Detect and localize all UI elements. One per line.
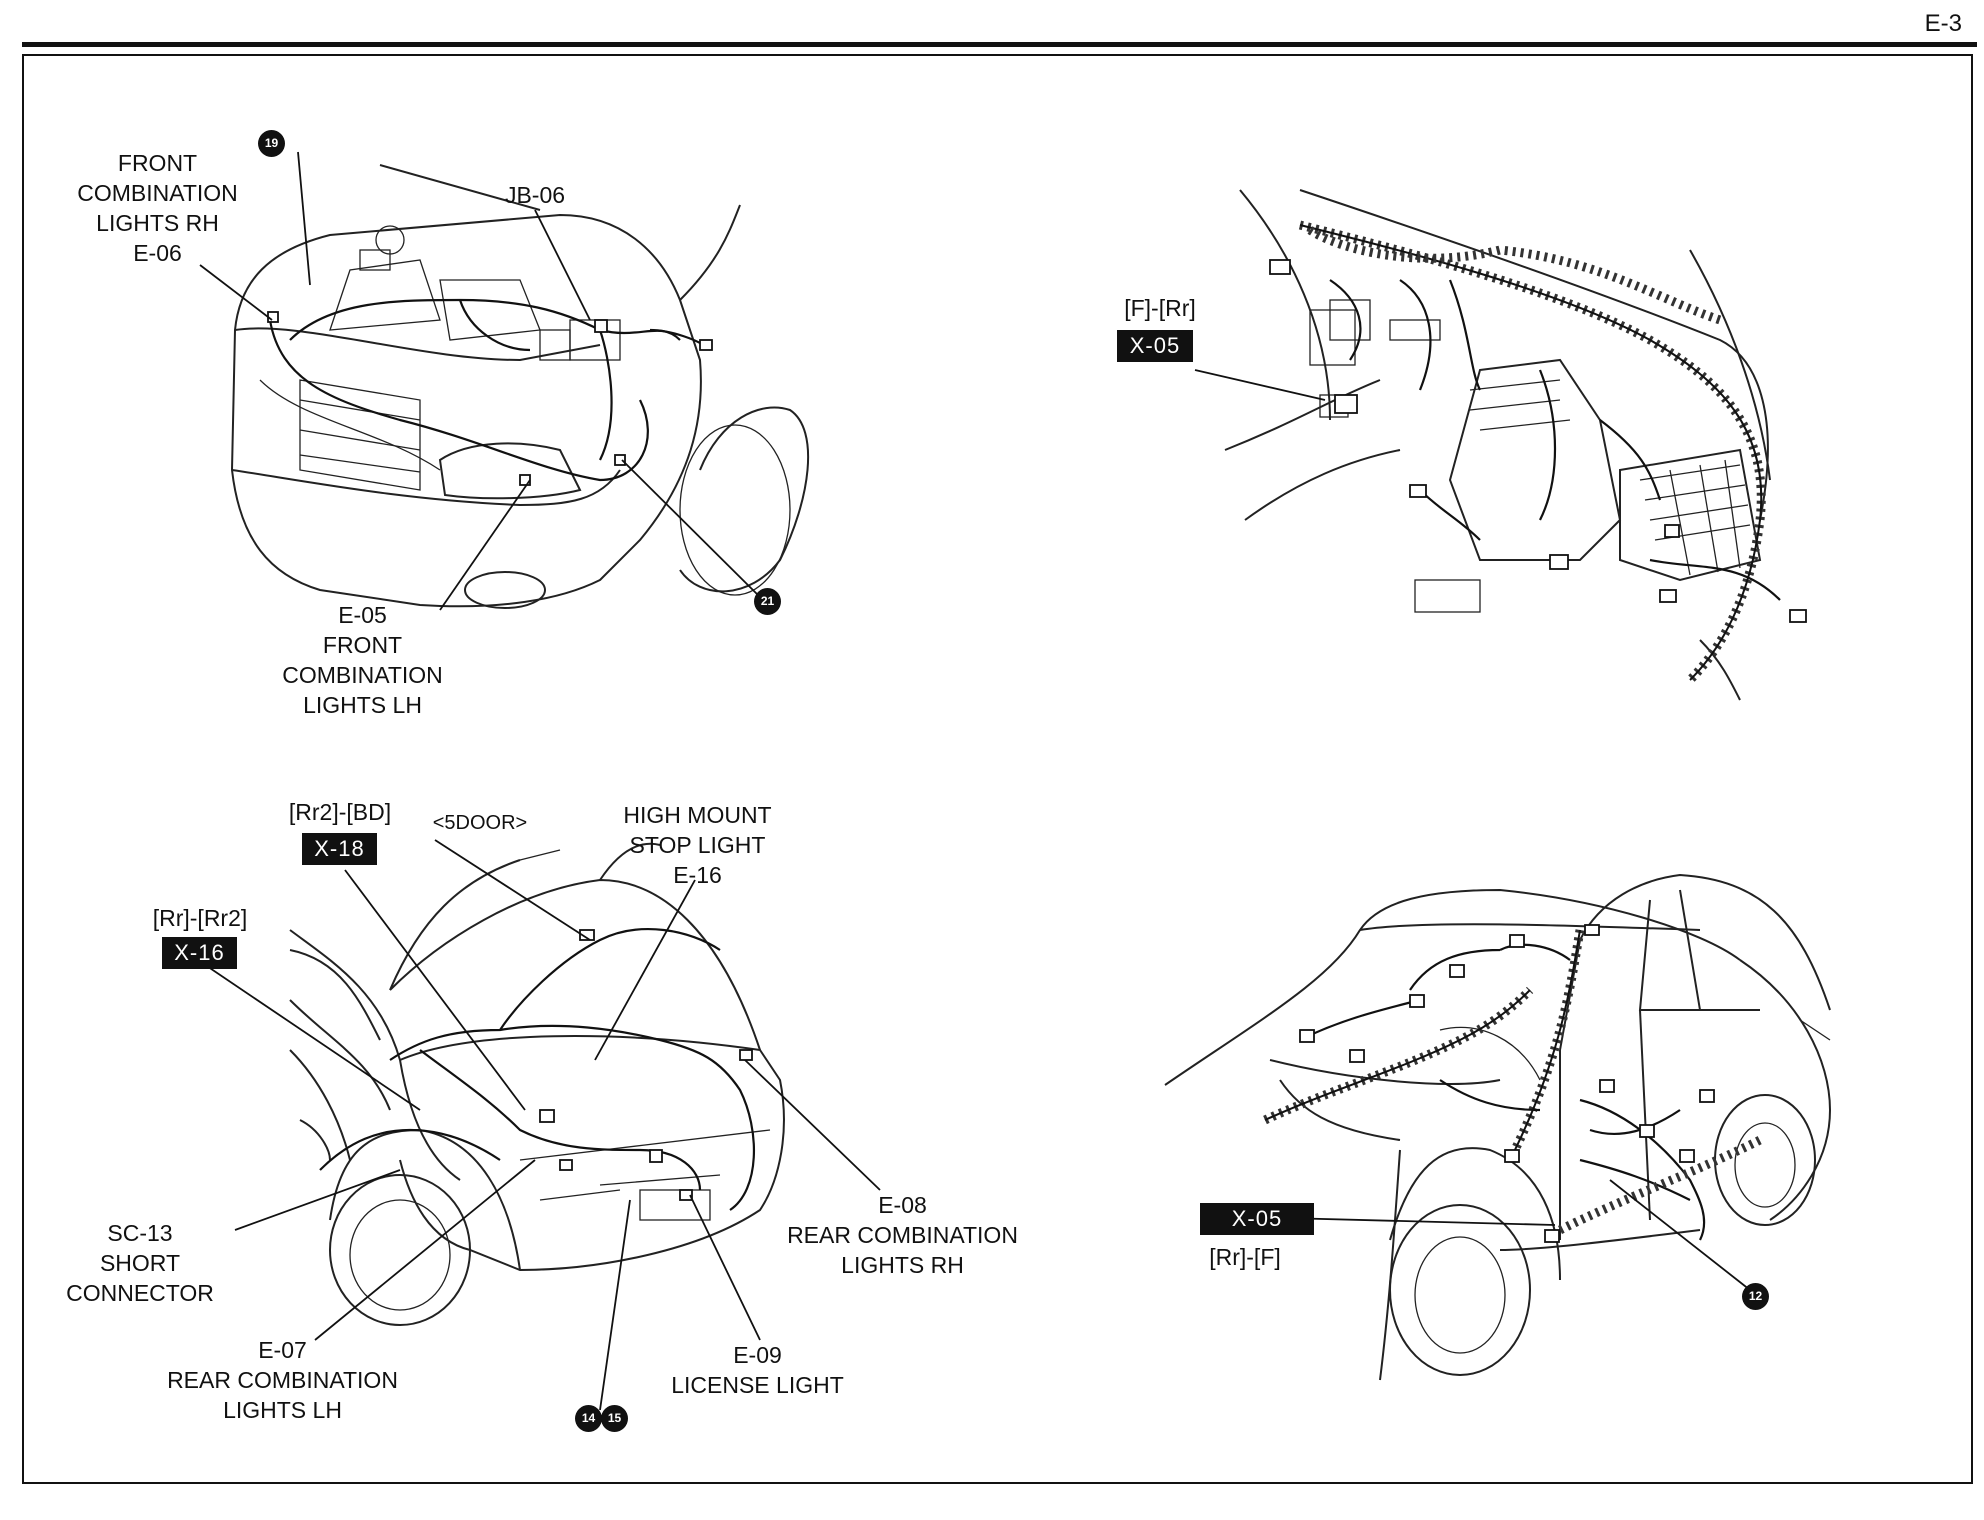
dash-harness-branches: [1329, 279, 1781, 601]
badge-12: 12: [1742, 1283, 1769, 1310]
e07-label: E-07 REAR COMBINATION LIGHTS LH: [160, 1335, 405, 1425]
e09-line2: LICENSE LIGHT: [671, 1372, 844, 1398]
front-comb-lh-line3: COMBINATION: [282, 662, 443, 688]
side-harness-pillar-core: [1509, 929, 1581, 1161]
front-comb-rh-line3: LIGHTS RH: [96, 210, 219, 236]
high-mount-line3: E-16: [673, 862, 722, 888]
dash-harness-main: [1298, 220, 1766, 684]
sc13-label: SC-13 SHORT CONNECTOR: [65, 1218, 215, 1308]
front-comb-rh-line2: COMBINATION: [77, 180, 238, 206]
e07-line2: REAR COMBINATION: [167, 1367, 398, 1393]
front-comb-rh-label: FRONT COMBINATION LIGHTS RH E-06: [70, 148, 245, 268]
variant-label: <5DOOR>: [432, 812, 528, 834]
side-harness-sill: [1557, 1135, 1763, 1235]
jb06-label: JB-06: [504, 182, 566, 208]
rear-harness-deck: [419, 1049, 702, 1191]
e08-line1: E-08: [878, 1192, 927, 1218]
side-harness-pillar: [1505, 929, 1585, 1163]
rear-harness-main: [389, 1024, 755, 1211]
e09-label: E-09 LICENSE LIGHT: [665, 1340, 850, 1400]
sc13-line3: CONNECTOR: [66, 1280, 214, 1306]
front-comb-lh-label: E-05 FRONT COMBINATION LIGHTS LH: [270, 600, 455, 720]
side-connector-label: [Rr]-[F]: [1209, 1244, 1281, 1270]
x18-code: X-18: [302, 833, 377, 865]
high-mount-line1: HIGH MOUNT: [623, 802, 772, 828]
side-harness-roof: [1299, 943, 1571, 1112]
dash-connector-label: [F]-[Rr]: [1124, 295, 1196, 321]
x18-label: [Rr2]-[BD]: [288, 799, 392, 825]
engine-bay-illustration: [230, 164, 810, 609]
e08-label: E-08 REAR COMBINATION LIGHTS RH: [780, 1190, 1025, 1280]
e09-line1: E-09: [733, 1342, 782, 1368]
rear-harness-hmsl: [499, 928, 721, 1031]
badge-19: 19: [258, 130, 285, 157]
high-mount-line2: STOP LIGHT: [629, 832, 766, 858]
engine-harness-front: [268, 319, 649, 482]
dash-connector-code: X-05: [1117, 330, 1193, 362]
badge-21: 21: [754, 588, 781, 615]
rear-harness-left: [319, 1128, 501, 1171]
e08-line2: REAR COMBINATION: [787, 1222, 1018, 1248]
sc13-line1: SC-13: [107, 1220, 173, 1246]
side-connector-code: X-05: [1200, 1203, 1314, 1235]
page-frame: [22, 54, 1973, 1484]
top-rule: [22, 42, 1977, 47]
high-mount-label: HIGH MOUNT STOP LIGHT E-16: [600, 800, 795, 890]
x16-label: [Rr]-[Rr2]: [152, 905, 248, 931]
e08-line3: LIGHTS RH: [841, 1252, 964, 1278]
page-number: E-3: [1924, 10, 1962, 37]
side-illustration: [1164, 873, 1832, 1381]
badge-15: 15: [601, 1405, 628, 1432]
rear-illustration: [289, 842, 785, 1326]
front-comb-lh-line2: FRONT: [322, 632, 403, 658]
front-comb-lh-line4: LIGHTS LH: [303, 692, 422, 718]
front-comb-rh-line4: E-06: [133, 240, 182, 266]
side-harness-floor-core: [1264, 989, 1531, 1121]
front-comb-lh-line1: E-05: [338, 602, 387, 628]
dashboard-illustration: [1224, 189, 1771, 701]
badge-14: 14: [575, 1405, 602, 1432]
side-harness-floor: [1263, 986, 1534, 1125]
dash-harness-core: [1299, 224, 1763, 681]
e07-line3: LIGHTS LH: [223, 1397, 342, 1423]
sc13-line2: SHORT: [99, 1250, 181, 1276]
x16-code: X-16: [162, 937, 237, 969]
front-comb-rh-line1: FRONT: [117, 150, 198, 176]
engine-harness-main: [289, 298, 681, 341]
e07-line1: E-07: [258, 1337, 307, 1363]
